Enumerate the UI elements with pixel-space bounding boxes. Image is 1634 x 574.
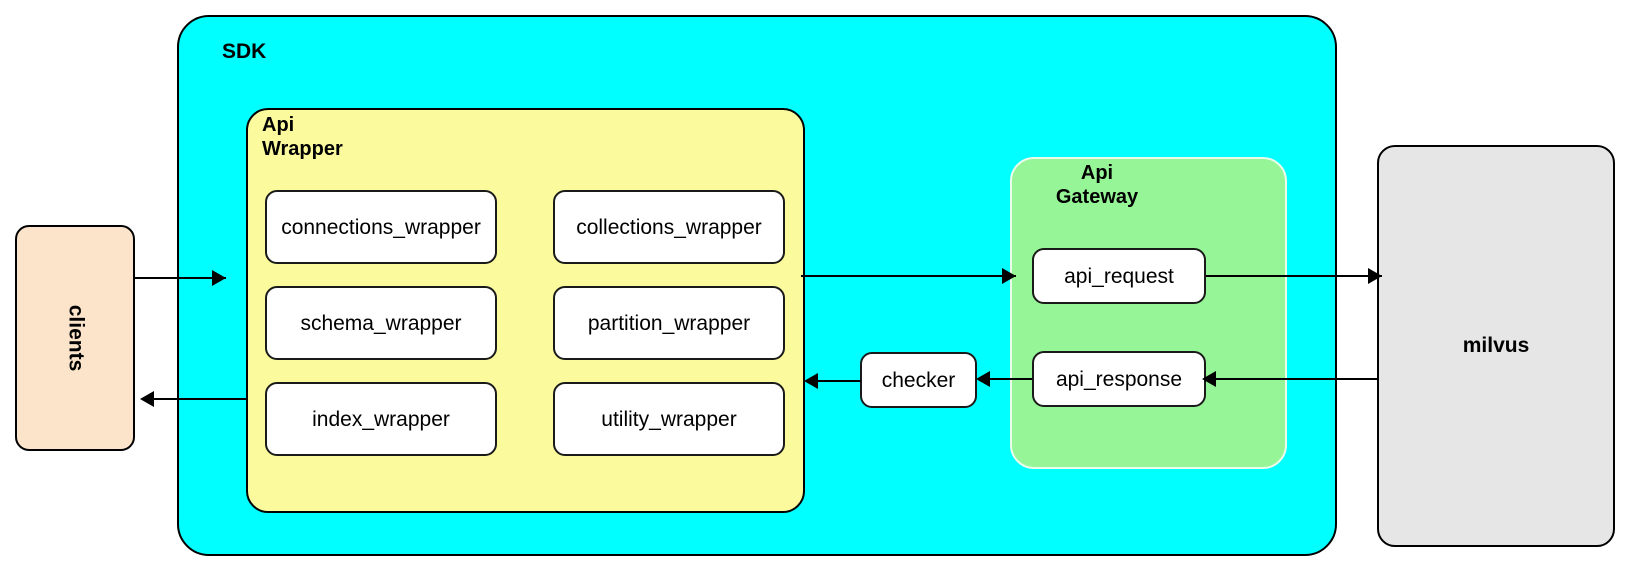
flow-request-to-milvus-line (1206, 275, 1382, 277)
node-label: index_wrapper (312, 407, 450, 431)
clients-label: clients (64, 304, 87, 372)
node-label: schema_wrapper (300, 311, 462, 335)
node-label: api_request (1064, 264, 1174, 288)
node-connections-wrapper[interactable]: connections_wrapper (265, 190, 497, 264)
api-wrapper-title: Api Wrapper (262, 114, 343, 160)
node-schema-wrapper[interactable]: schema_wrapper (265, 286, 497, 360)
flow-request-to-milvus-head (1368, 268, 1382, 284)
flow-wrapper-to-gateway-line (801, 275, 1016, 277)
flow-wrapper-to-gateway-head (1002, 268, 1016, 284)
flow-response-to-checker-line (986, 378, 1032, 380)
flow-clients-to-sdk-head (212, 270, 226, 286)
node-clients[interactable]: clients (15, 225, 135, 451)
api-gateway-container[interactable] (1010, 157, 1287, 469)
flow-clients-to-sdk-line (135, 277, 226, 279)
node-utility-wrapper[interactable]: utility_wrapper (553, 382, 785, 456)
flow-milvus-to-response-line (1210, 378, 1377, 380)
node-label: api_response (1055, 367, 1183, 391)
flow-sdk-to-clients-line (148, 398, 246, 400)
sdk-title: SDK (222, 40, 267, 63)
node-api-request[interactable]: api_request (1032, 248, 1206, 304)
flow-response-to-checker-head (976, 371, 990, 387)
flow-checker-to-wrapper-line (814, 380, 861, 382)
node-label: collections_wrapper (576, 215, 762, 239)
node-label: checker (881, 368, 956, 392)
node-checker[interactable]: checker (860, 352, 977, 408)
node-milvus[interactable]: milvus (1377, 145, 1615, 547)
milvus-label: milvus (1462, 334, 1530, 357)
api-gateway-title: Api Gateway (1055, 162, 1139, 208)
node-label: utility_wrapper (601, 407, 737, 431)
node-index-wrapper[interactable]: index_wrapper (265, 382, 497, 456)
node-label: partition_wrapper (587, 311, 751, 335)
flow-checker-to-wrapper-head (804, 373, 818, 389)
flow-milvus-to-response-head (1202, 371, 1216, 387)
node-partition-wrapper[interactable]: partition_wrapper (553, 286, 785, 360)
node-api-response[interactable]: api_response (1032, 351, 1206, 407)
node-collections-wrapper[interactable]: collections_wrapper (553, 190, 785, 264)
node-label: connections_wrapper (281, 215, 481, 239)
flow-sdk-to-clients-head (140, 391, 154, 407)
